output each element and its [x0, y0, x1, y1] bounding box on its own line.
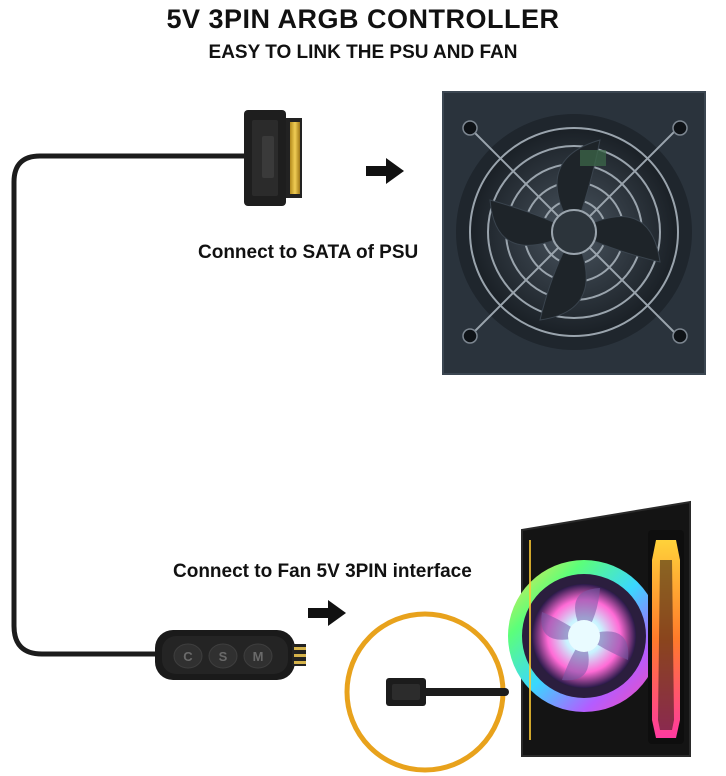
sata-connector	[244, 110, 302, 206]
page-subtitle: EASY TO LINK THE PSU AND FAN	[208, 42, 518, 63]
fan-3pin-connector-zoom	[344, 611, 509, 773]
svg-text:S: S	[219, 649, 228, 664]
page-title: 5V 3PIN ARGB CONTROLLER	[166, 4, 560, 34]
rgb-fan-image	[508, 500, 691, 757]
arrow-right-icon	[308, 600, 346, 626]
sata-callout-label: Connect to SATA of PSU	[198, 242, 419, 263]
controller-cable	[11, 153, 247, 657]
svg-text:M: M	[253, 649, 264, 664]
fan-callout-label: Connect to Fan 5V 3PIN interface	[173, 561, 472, 582]
argb-controller: C S M	[155, 630, 306, 680]
arrow-right-icon	[366, 158, 404, 184]
controller-button-m: M	[243, 643, 273, 669]
svg-text:C: C	[183, 649, 193, 664]
controller-button-s: S	[208, 643, 238, 669]
controller-button-c: C	[173, 643, 203, 669]
psu-image	[442, 91, 706, 375]
